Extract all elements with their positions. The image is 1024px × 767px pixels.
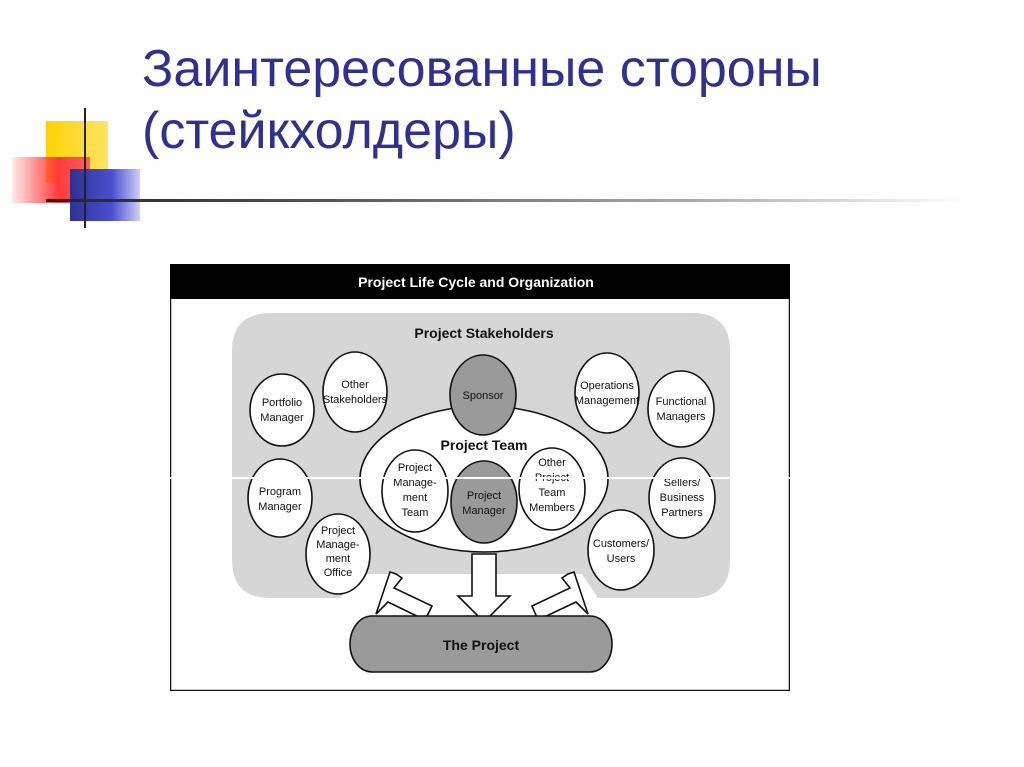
- svg-text:Project: Project: [398, 462, 432, 474]
- title-underline: [46, 199, 966, 202]
- arrow-left-up: [375, 570, 434, 622]
- svg-text:Portfolio: Portfolio: [262, 397, 302, 409]
- node-program-manager: Program Manager: [247, 458, 313, 538]
- node-portfolio-manager: Portfolio Manager: [249, 373, 315, 447]
- svg-text:Users: Users: [607, 553, 636, 565]
- svg-text:Office: Office: [324, 567, 353, 579]
- slide-title-line-2: (стейкхолдеры): [142, 102, 516, 160]
- svg-text:Manager: Manager: [258, 501, 302, 513]
- the-project-label: The Project: [443, 637, 520, 653]
- svg-text:Team: Team: [402, 507, 429, 519]
- svg-text:Sponsor: Sponsor: [463, 390, 504, 402]
- node-operations-management: Operations Management: [574, 352, 640, 434]
- node-project-management-office: Project Manage- ment Office: [305, 513, 371, 595]
- svg-text:Members: Members: [529, 502, 575, 514]
- svg-text:Partners: Partners: [661, 507, 703, 519]
- svg-text:Other: Other: [538, 457, 566, 469]
- node-sponsor: Sponsor: [449, 354, 517, 436]
- svg-text:Functional: Functional: [656, 396, 707, 408]
- diagram-header: Project Life Cycle and Organization: [358, 274, 594, 290]
- svg-text:Business: Business: [660, 492, 705, 504]
- project-team-label: Project Team: [441, 437, 528, 453]
- svg-text:ment: ment: [326, 553, 350, 565]
- node-sellers-business-partners: Sellers/ Business Partners: [648, 457, 716, 539]
- svg-text:Sellers/: Sellers/: [664, 477, 702, 489]
- slide-title: Заинтересованные стороны (стейкхолдеры): [142, 38, 1002, 162]
- node-project-management-team: Project Manage- ment Team: [381, 449, 449, 533]
- node-other-stakeholders: Other Stakeholders: [322, 351, 388, 433]
- svg-text:Stakeholders: Stakeholders: [323, 394, 388, 406]
- arrow-down-to-project: [456, 553, 512, 624]
- svg-text:Manager: Manager: [462, 505, 506, 517]
- stakeholders-label: Project Stakeholders: [414, 325, 553, 341]
- svg-text:Project: Project: [321, 525, 355, 537]
- svg-text:Team: Team: [539, 487, 566, 499]
- the-project-box: [349, 615, 613, 673]
- svg-text:Other: Other: [341, 379, 369, 391]
- scan-artifact-line: [170, 477, 790, 479]
- svg-text:Manage-: Manage-: [316, 539, 360, 551]
- svg-text:Program: Program: [259, 486, 301, 498]
- svg-text:Management: Management: [575, 395, 639, 407]
- node-customers-users: Customers/ Users: [587, 509, 655, 591]
- slide-title-line-1: Заинтересованные стороны: [142, 40, 822, 98]
- svg-text:Managers: Managers: [657, 411, 706, 423]
- node-project-manager: Project Manager: [450, 460, 518, 544]
- node-other-project-team-members: Other Project Team Members: [518, 447, 586, 531]
- svg-text:ment: ment: [403, 492, 427, 504]
- decor-vertical-line: [84, 108, 86, 228]
- svg-text:Manage-: Manage-: [393, 477, 437, 489]
- arrow-right-up: [530, 570, 589, 622]
- diagram-header-bar: [170, 264, 790, 299]
- svg-text:Operations: Operations: [580, 380, 634, 392]
- svg-text:Customers/: Customers/: [593, 538, 650, 550]
- node-functional-managers: Functional Managers: [647, 370, 715, 448]
- svg-text:Manager: Manager: [260, 412, 304, 424]
- decor-blue-square: [70, 169, 140, 221]
- svg-text:Project: Project: [467, 490, 501, 502]
